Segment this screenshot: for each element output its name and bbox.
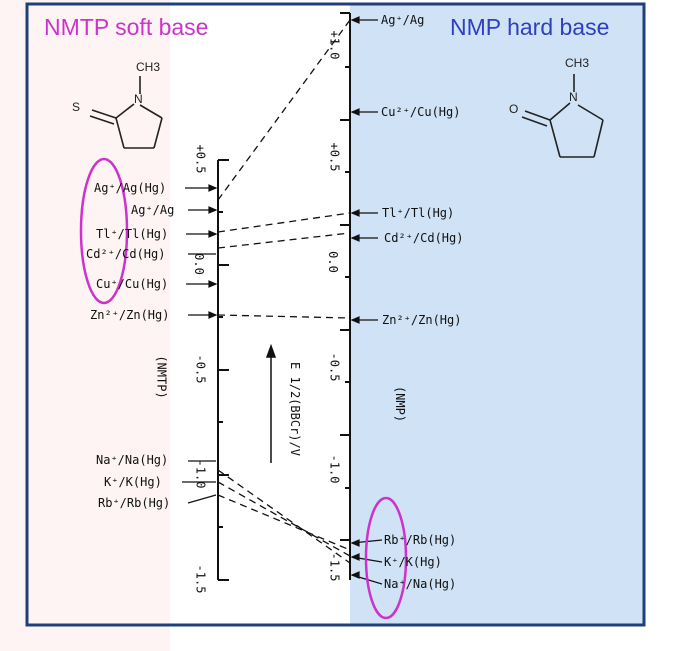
right-zn-hg-couple: Zn²⁺/Zn(Hg) [382, 313, 462, 327]
left-axis-label: (NMTP) [154, 355, 169, 399]
left-k-hg-couple: K⁺/K(Hg) [104, 475, 162, 489]
nmtp-sulfur-label: S [72, 100, 81, 114]
right-cu-hg-couple: Cu²⁺/Cu(Hg) [381, 105, 461, 119]
nmtp-nitrogen-label: N [134, 92, 143, 106]
left-zn-hg-couple: Zn²⁺/Zn(Hg) [90, 308, 170, 322]
right-na-hg-couple: Na⁺/Na(Hg) [384, 577, 457, 591]
right-tick-minus-1-5: -1.5 [327, 552, 342, 582]
correlation-lines [217, 19, 351, 564]
right-rb-hg-couple: Rb⁺/Rb(Hg) [384, 533, 457, 547]
nmp-oxygen-label: O [509, 102, 519, 116]
right-panel-background [350, 4, 644, 625]
left-tl-hg-couple: Tl⁺/Tl(Hg) [96, 227, 169, 241]
left-arrows [182, 184, 218, 504]
hard-acid-highlight-ellipse [364, 496, 408, 620]
right-ag-couple: Ag⁺/Ag [381, 13, 425, 27]
left-cd-hg-couple: Cd²⁺/Cd(Hg) [86, 247, 166, 261]
nmtp-methyl-label: CH3 [136, 60, 161, 74]
left-ag-couple: Ag⁺/Ag [131, 203, 175, 217]
left-tick-0-0: 0.0 [191, 253, 206, 275]
left-na-hg-couple: Na⁺/Na(Hg) [96, 453, 169, 467]
right-cd-hg-couple: Cd²⁺/Cd(Hg) [384, 231, 464, 245]
figure-frame [25, 2, 646, 627]
left-axis [217, 159, 229, 581]
left-cu-hg-couple: Cu⁺/Cu(Hg) [96, 277, 169, 291]
left-heading: NMTP soft base [44, 14, 209, 40]
left-rb-hg-couple: Rb⁺/Rb(Hg) [98, 496, 171, 510]
left-ag-hg-couple: Ag⁺/Ag(Hg) [94, 181, 167, 195]
right-axis-label: (NMP) [393, 385, 408, 423]
right-heading: NMP hard base [450, 14, 610, 40]
left-tick-plus-0-5: +0.5 [193, 144, 208, 174]
nmp-nitrogen-label: N [569, 90, 578, 104]
potential-direction-arrow [265, 343, 277, 463]
center-e-half-label: E 1/2(BBCr)/V [287, 362, 302, 456]
soft-acid-highlight-ellipse [79, 157, 129, 305]
right-tick-minus-0-5: -0.5 [327, 352, 342, 382]
nmtp-structure [89, 76, 163, 149]
nmp-structure [521, 74, 604, 158]
left-tick-minus-1-0: -1.0 [193, 459, 208, 489]
left-tick-minus-1-5: -1.5 [193, 564, 208, 594]
right-tick-plus-0-5: +0.5 [327, 142, 342, 172]
right-tick-0-0: 0.0 [325, 251, 340, 273]
left-tick-minus-0-5: -0.5 [193, 354, 208, 384]
right-tl-hg-couple: Tl⁺/Tl(Hg) [382, 206, 455, 220]
right-tick-minus-1-0: -1.0 [327, 454, 342, 484]
nmp-methyl-label: CH3 [565, 56, 590, 70]
right-axis [340, 12, 351, 580]
right-k-hg-couple: K⁺/K(Hg) [384, 555, 442, 569]
right-tick-plus-1-0: +1.0 [327, 30, 342, 60]
